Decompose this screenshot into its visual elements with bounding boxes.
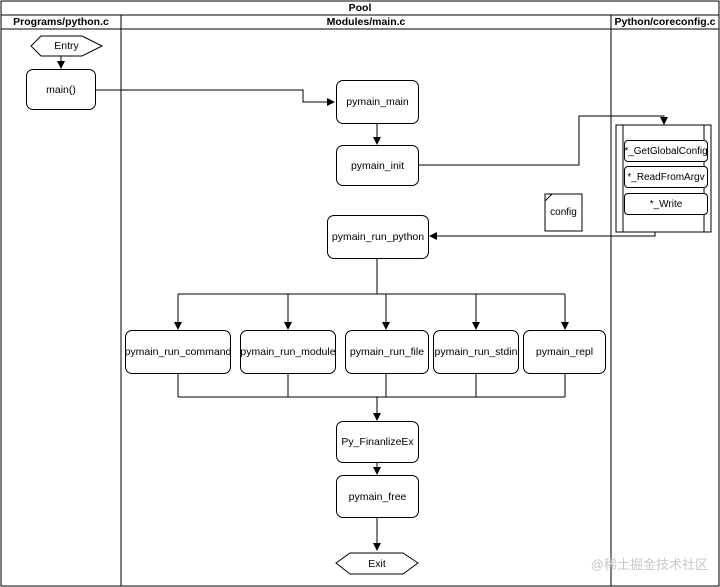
coreconfig-item-read-from-argv[interactable]: *_ReadFromArgv bbox=[624, 166, 708, 188]
pool-title: Pool bbox=[348, 2, 372, 14]
coreconfig-item-get-global-config[interactable]: *_GetGlobalConfig bbox=[624, 140, 708, 162]
pymain-free-node[interactable]: pymain_free bbox=[336, 475, 419, 518]
pymain-run-stdin-node[interactable]: pymain_run_stdin bbox=[433, 330, 519, 374]
pymain-run-python-node[interactable]: pymain_run_python bbox=[327, 215, 429, 259]
pymain-run-file-node[interactable]: pymain_run_file bbox=[345, 330, 429, 374]
pymain-main-node[interactable]: pymain_main bbox=[336, 80, 419, 124]
py-finalizeex-node[interactable]: Py_FinanlizeEx bbox=[336, 421, 419, 463]
lane-header-programs: Programs/python.c bbox=[13, 16, 109, 28]
config-note: config bbox=[550, 207, 577, 218]
edge-coreconfig-run-python bbox=[429, 232, 656, 240]
config-note-fold bbox=[544, 193, 553, 202]
entry-node[interactable]: Entry bbox=[54, 40, 79, 52]
pymain-init-node[interactable]: pymain_init bbox=[336, 145, 419, 186]
lane-header-modules: Modules/main.c bbox=[326, 16, 406, 28]
pymain-repl-node[interactable]: pymain_repl bbox=[523, 330, 606, 374]
entry-hexagon bbox=[30, 35, 104, 57]
edge-init-coreconfig bbox=[419, 115, 668, 166]
config-note-shape bbox=[544, 193, 583, 232]
exit-hexagon bbox=[335, 552, 419, 575]
edge-main-pymain-main bbox=[96, 89, 335, 106]
coreconfig-item-write[interactable]: *_Write bbox=[624, 193, 708, 215]
lane-header-coreconfig: Python/coreconfig.c bbox=[614, 16, 716, 28]
pymain-run-module-node[interactable]: pymain_run_module bbox=[240, 330, 336, 374]
pymain-run-command-node[interactable]: pymain_run_command bbox=[125, 330, 231, 374]
main-node[interactable]: main() bbox=[26, 69, 96, 110]
watermark: @稀土掘金技术社区 bbox=[590, 557, 708, 572]
exit-node[interactable]: Exit bbox=[368, 557, 386, 570]
